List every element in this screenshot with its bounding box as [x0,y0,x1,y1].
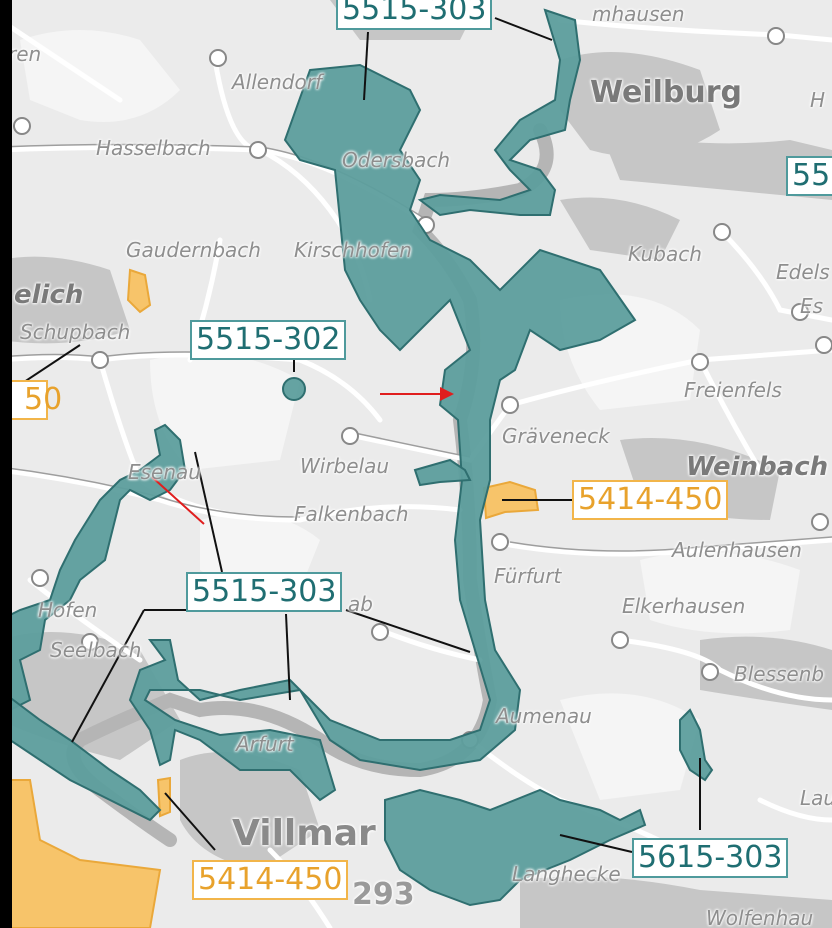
place-villmar: Villmar [232,813,376,854]
area-label-5515-302[interactable]: 5515-302 [190,320,347,360]
area-label-5515-303-mid[interactable]: 5515-303 [186,572,343,612]
orange-area-elich [126,268,152,314]
place-allendorf: Allendorf [232,70,322,94]
orange-area-southwest [0,779,162,928]
place-es: Es [800,294,824,318]
place-arfurt: Arfurt [236,732,294,756]
place-aumenau: Aumenau [496,704,592,728]
place-kubach: Kubach [628,242,702,266]
place-hasselbach: Hasselbach [96,136,211,160]
place-edels: Edels [776,260,830,284]
place-odersbach: Odersbach [342,148,451,172]
place-seelbach: Seelbach [50,638,142,662]
red-markers [151,387,454,525]
area-label-55-right[interactable]: 55 [786,156,832,196]
place-schupbach: Schupbach [20,320,131,344]
place-aulenhausen: Aulenhausen [672,538,802,562]
place-elkerhausen: Elkerhausen [622,594,746,618]
place-weinbach: Weinbach [686,452,829,482]
place-lau: Lau [800,786,832,810]
area-label-5615-303[interactable]: 5615-303 [632,838,789,878]
place-freienfels: Freienfels [684,378,782,402]
teal-protected-areas [0,8,714,907]
place-wolfenhau: Wolfenhau [706,906,814,928]
place-elich: elich [14,280,84,310]
place-kirschhofen: Kirschhofen [294,238,412,262]
place-esenau: Esenau [128,460,201,484]
place-ab: ab [348,592,373,616]
teal-area-5515-302 [282,377,306,401]
place-293: 293 [352,877,415,912]
place-mhausen: mhausen [592,2,685,26]
place-langhecke: Langhecke [512,862,621,886]
place-weilburg: Weilburg [590,75,743,110]
area-label-5414-450-bottom[interactable]: 5414-450 [192,860,349,900]
teal-area-5615-east [679,708,714,782]
place-h: H [810,88,826,112]
junctions [13,27,832,749]
teal-area-weilburg-stream [417,8,582,217]
teal-area-west [0,423,187,712]
place-graeveneck: Gräveneck [502,424,610,448]
place-blessenb: Blessenb [734,662,825,686]
area-label-5414-450-mid[interactable]: 5414-450 [572,480,729,520]
orange-area-villmar [156,776,171,818]
area-label-5515-303-top[interactable]: 5515-303 [336,0,493,30]
teal-area-langhecke [384,788,647,907]
teal-area-weinbach-left [413,458,472,487]
place-falkenbach: Falkenbach [294,502,409,526]
teal-area-lahn-valley [128,63,637,802]
place-wirbelau: Wirbelau [300,454,390,478]
area-label-orange-left[interactable]: 50 [4,380,62,420]
place-fuerfurt: Fürfurt [494,564,562,588]
place-ren: ren [8,42,42,66]
place-gaudernbach: Gaudernbach [126,238,261,262]
place-hofen: Hofen [38,598,98,622]
